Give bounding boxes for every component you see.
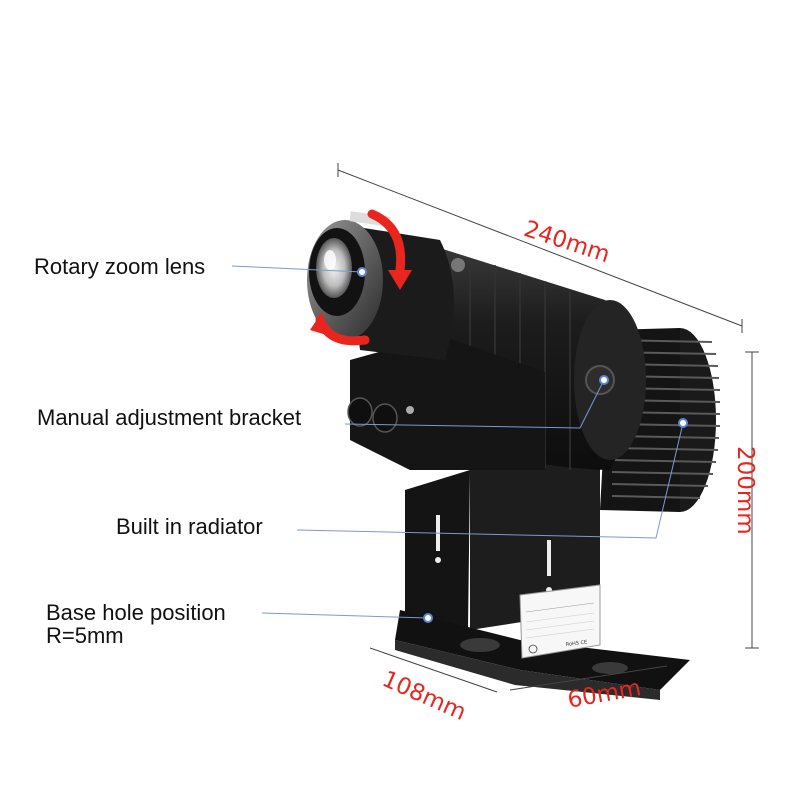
label-base-hole-position: Base hole position bbox=[46, 600, 226, 625]
dimension-height: 200mm bbox=[732, 446, 758, 535]
stand-bracket bbox=[395, 420, 690, 700]
label-manual-adjustment-bracket: Manual adjustment bracket bbox=[37, 405, 302, 430]
callout-dots bbox=[357, 267, 688, 623]
dimension-lines bbox=[337, 163, 759, 693]
zoom-lens bbox=[307, 211, 454, 360]
callout-lines bbox=[231, 265, 684, 619]
projector-body bbox=[350, 245, 646, 470]
label-built-in-radiator: Built in radiator bbox=[116, 514, 263, 539]
svg-text:RoHS CE: RoHS CE bbox=[566, 639, 588, 648]
label-base-hole-radius: R=5mm bbox=[46, 623, 124, 648]
label-rotary-zoom-lens: Rotary zoom lens bbox=[34, 254, 206, 279]
spec-label-plate: RoHS CE bbox=[519, 584, 601, 659]
